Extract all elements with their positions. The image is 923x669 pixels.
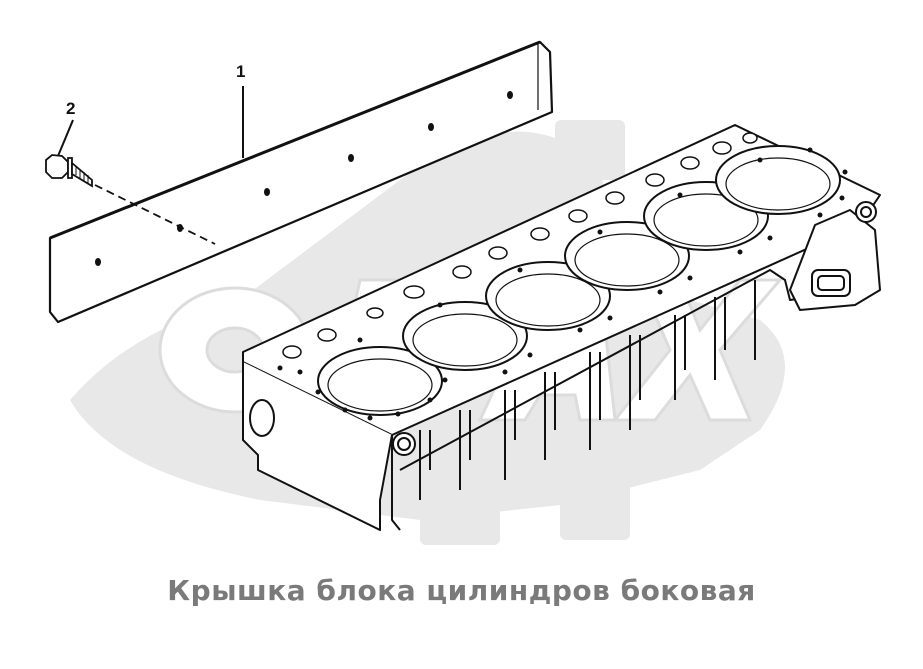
bolt-axis-dashed-line	[94, 184, 216, 245]
side-cover-plate	[48, 40, 554, 324]
callout-2-leader	[57, 119, 74, 157]
diagram-title: Крышка блока цилиндров боковая	[167, 574, 756, 607]
callout-2: 2	[66, 99, 76, 118]
bolt-holes	[277, 147, 848, 421]
flange-bolt	[45, 154, 93, 188]
deck-holes	[282, 132, 758, 359]
callout-1: 1	[236, 62, 246, 81]
cover-plate-holes	[95, 91, 513, 266]
cylinder-bores	[317, 145, 841, 416]
